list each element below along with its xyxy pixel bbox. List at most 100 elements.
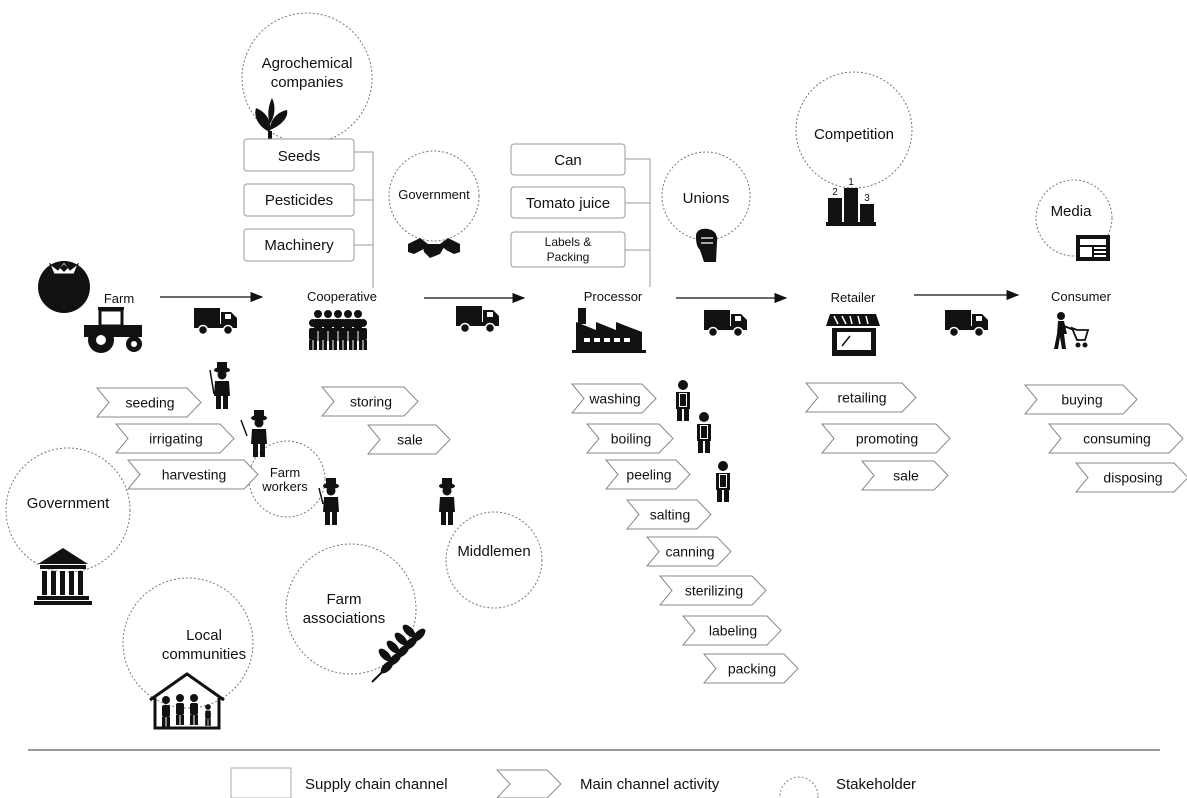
- cooperative-inputs: Seeds Pesticides Machinery: [243, 138, 374, 288]
- activity-processor-2: peeling: [604, 459, 691, 490]
- activity-chevron: [585, 423, 674, 454]
- activity-label: consuming: [1083, 431, 1151, 447]
- main-channel-activities: seedingirrigatingharvestingstoringsalewa…: [95, 382, 1187, 684]
- wheat-icon: [371, 624, 426, 683]
- activity-retailer-0: retailing: [804, 382, 917, 413]
- activity-chevron: [366, 424, 451, 455]
- podium-icon: 2 1 3: [826, 177, 876, 226]
- podium-number-3: 3: [864, 193, 870, 204]
- activity-label: buying: [1061, 392, 1102, 408]
- legend-channel-swatch: [230, 767, 292, 798]
- legend-channel-label: Supply chain channel: [305, 776, 448, 793]
- activity-chevron: [804, 382, 917, 413]
- truck-icon: [455, 305, 500, 334]
- activity-retailer-1: promoting: [820, 423, 951, 454]
- government-building-icon: [34, 548, 92, 605]
- cooperative-label: Cooperative: [307, 289, 377, 304]
- plant-icon: [255, 98, 288, 143]
- activity-chevron: [570, 383, 657, 414]
- newspaper-icon: [1076, 235, 1110, 261]
- agrochemical-label-2: companies: [271, 74, 344, 91]
- activity-label: peeling: [626, 467, 671, 483]
- truck-icon: [193, 307, 238, 336]
- activity-consumer-2: disposing: [1074, 462, 1187, 493]
- input-labels: Labels &: [545, 235, 592, 249]
- farm-label: Farm: [104, 291, 134, 306]
- activity-chevron: [1047, 423, 1184, 454]
- activity-farm-1: irrigating: [114, 423, 235, 454]
- legend-stakeholder-label: Stakeholder: [836, 776, 916, 793]
- activity-chevron: [625, 499, 712, 530]
- processor-worker-icons: [676, 380, 730, 502]
- stakeholder-media: Media: [1035, 179, 1113, 261]
- activity-chevron: [820, 423, 951, 454]
- input-box: [243, 138, 355, 172]
- stage-retailer: Retailer: [826, 290, 880, 356]
- activity-processor-0: washing: [570, 383, 657, 414]
- input-packing: Packing: [547, 250, 590, 264]
- farm-worker-icons: [209, 362, 339, 525]
- stakeholder-middlemen: Middlemen: [445, 511, 543, 609]
- stakeholder-government-left: Government: [5, 447, 131, 605]
- input-seeds: Seeds: [278, 148, 321, 165]
- activity-processor-4: canning: [645, 536, 732, 567]
- input-connector: [354, 151, 374, 288]
- channel-arrows: [160, 289, 1020, 304]
- processor-inputs: Can Tomato juice Labels & Packing: [510, 143, 651, 287]
- group-people-icon: [309, 310, 367, 350]
- activity-chevron: [604, 459, 691, 490]
- tomato-icon: [38, 261, 90, 313]
- activity-chevron: [658, 575, 767, 606]
- activity-label: irrigating: [149, 431, 203, 447]
- raised-fist-icon: [696, 228, 718, 262]
- government-top-label: Government: [398, 187, 470, 202]
- activity-label: sale: [397, 432, 423, 448]
- factory-icon: [572, 308, 646, 353]
- truck-icon: [944, 309, 989, 338]
- legend-activity-label: Main channel activity: [580, 776, 720, 793]
- activity-label: promoting: [856, 431, 918, 447]
- stakeholder-competition: Competition 2 1 3: [795, 71, 913, 226]
- stakeholder-unions: Unions: [661, 151, 751, 262]
- shopping-cart-person-icon: [1054, 312, 1090, 349]
- activity-label: canning: [665, 544, 714, 560]
- retailer-label: Retailer: [831, 290, 876, 305]
- activity-label: retailing: [837, 390, 886, 406]
- activity-chevron: [126, 459, 259, 490]
- activity-processor-6: labeling: [681, 615, 782, 646]
- activity-chevron: [702, 653, 799, 684]
- unions-label: Unions: [683, 190, 730, 207]
- activity-retailer-2: sale: [860, 460, 949, 491]
- input-machinery: Machinery: [264, 237, 334, 254]
- activity-chevron: [114, 423, 235, 454]
- activity-chevron: [320, 386, 419, 417]
- media-label: Media: [1051, 203, 1093, 220]
- activity-label: sale: [893, 468, 919, 484]
- consumer-label: Consumer: [1051, 289, 1112, 304]
- input-connector: [625, 158, 651, 287]
- activity-consumer-0: buying: [1023, 384, 1138, 415]
- tractor-icon: [84, 307, 142, 353]
- activity-label: labeling: [709, 623, 757, 639]
- farm-workers-label-2: workers: [261, 479, 308, 494]
- activity-chevron: [1074, 462, 1187, 493]
- activity-label: disposing: [1103, 470, 1162, 486]
- activity-chevron: [95, 387, 202, 418]
- local-communities-label-1: Local: [186, 627, 222, 644]
- podium-number-2: 2: [832, 187, 838, 198]
- government-left-label: Government: [27, 495, 110, 512]
- activity-label: harvesting: [162, 467, 227, 483]
- truck-icon: [703, 309, 748, 338]
- stage-cooperative: Cooperative: [307, 289, 377, 350]
- activity-processor-5: sterilizing: [658, 575, 767, 606]
- input-can: Can: [554, 152, 582, 169]
- activity-chevron: [681, 615, 782, 646]
- input-tomato-juice: Tomato juice: [526, 195, 610, 212]
- activity-consumer-1: consuming: [1047, 423, 1184, 454]
- legend-stakeholder-swatch: [779, 776, 819, 798]
- activity-chevron: [645, 536, 732, 567]
- local-communities-label-2: communities: [162, 646, 246, 663]
- activity-chevron: [1023, 384, 1138, 415]
- stakeholder-farm-workers: Farm workers: [248, 440, 326, 518]
